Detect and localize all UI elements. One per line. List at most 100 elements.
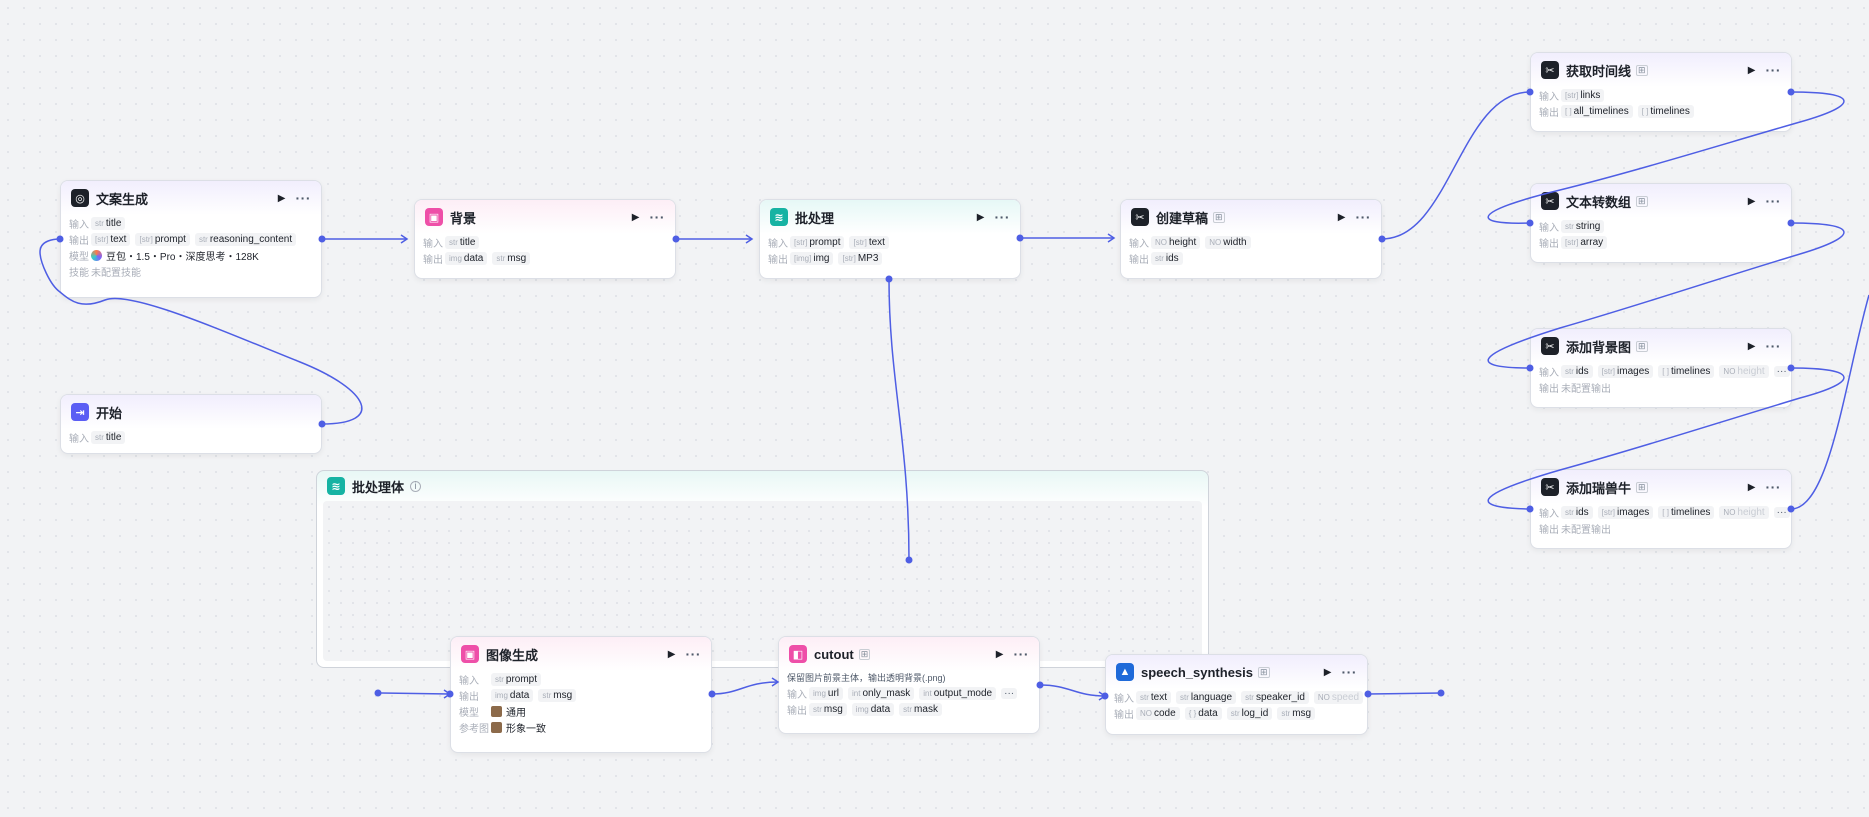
node-title: 添加背景图 (1566, 339, 1632, 355)
run-icon[interactable]: ▶ (1747, 481, 1756, 493)
more-icon[interactable]: ··· (1355, 209, 1371, 225)
param-chip: [str]array (1561, 235, 1608, 249)
batch-body-canvas[interactable] (323, 501, 1202, 661)
output-label: 输出 (1539, 524, 1559, 536)
node-title: 文本转数组 (1566, 194, 1632, 210)
input-label: 输入 (69, 433, 89, 445)
run-icon[interactable]: ▶ (1323, 666, 1332, 678)
more-icon[interactable]: ··· (994, 209, 1010, 225)
plugin-icon: ✂ (1131, 208, 1149, 226)
node-description: 保留图片前景主体，输出透明背景(.png) (787, 673, 946, 683)
edge-draft-to-timeline (1381, 91, 1531, 240)
more-icon[interactable]: ··· (1765, 62, 1781, 78)
node-cutout[interactable]: ◧ cutout ⊞ ▶ ··· 保留图片前景主体，输出透明背景(.png) 输… (778, 636, 1040, 734)
param-chip: [str]prompt (135, 232, 190, 246)
model-name: 通用 (506, 707, 526, 719)
output-row: 输出 [str]array (1531, 234, 1791, 250)
skill-value: 未配置技能 (91, 267, 141, 279)
skill-label: 技能 (69, 267, 89, 279)
more-icon[interactable]: ··· (685, 646, 701, 662)
output-value: 未配置输出 (1561, 383, 1611, 395)
run-icon[interactable]: ▶ (631, 211, 640, 223)
param-chip: [ ]timelines (1658, 364, 1715, 378)
ref-value: 形象一致 (506, 723, 546, 735)
more-params-icon[interactable]: ··· (1773, 365, 1790, 377)
plugin-tag-icon: ⊞ (1636, 340, 1648, 352)
input-label: 输入 (459, 675, 479, 687)
node-batch[interactable]: ≋ 批处理 ▶ ··· 输入 [str]prompt [str]text 输出 … (759, 199, 1021, 279)
param-chip: [str]text (849, 235, 889, 249)
image-icon: ▣ (461, 645, 479, 663)
more-icon[interactable]: ··· (1765, 193, 1781, 209)
more-icon[interactable]: ··· (295, 190, 311, 206)
model-name: 豆包・1.5・Pro・深度思考・128K (106, 251, 259, 263)
run-icon[interactable]: ▶ (1747, 64, 1756, 76)
cutout-icon: ◧ (789, 645, 807, 663)
param-chip: [ ]timelines (1637, 104, 1694, 118)
node-title: cutout (814, 646, 854, 662)
plugin-tag-icon: ⊞ (1636, 64, 1648, 76)
edge-body-to-imagegen (377, 692, 451, 695)
output-row: 输出 [img]img [str]MP3 (760, 250, 1020, 266)
batch-body-header[interactable]: ≋ 批处理体 i (317, 471, 1208, 501)
more-icon[interactable]: ··· (1765, 338, 1781, 354)
output-label: 输出 (768, 254, 788, 266)
input-label: 输入 (423, 238, 443, 250)
edge-imagegen-to-cutout (711, 681, 779, 695)
input-row: 输入 [str]prompt [str]text (760, 234, 1020, 250)
more-icon[interactable]: ··· (1341, 664, 1357, 680)
param-chip: [img]img (790, 251, 834, 265)
param-chip: [str]MP3 (838, 251, 883, 265)
model-label: 模型 (69, 251, 89, 263)
llm-icon: ◎ (71, 189, 89, 207)
more-params-icon[interactable]: ··· (1001, 687, 1018, 699)
output-row: 输出 未配置输出 (1531, 520, 1791, 536)
run-icon[interactable]: ▶ (667, 648, 676, 660)
plugin-icon: ✂ (1541, 61, 1559, 79)
node-title: 文案生成 (96, 191, 149, 207)
output-row: 输出 未配置输出 (1531, 379, 1791, 395)
node-title: 获取时间线 (1566, 63, 1632, 79)
output-label: 输出 (787, 705, 807, 717)
run-icon[interactable]: ▶ (1337, 211, 1346, 223)
more-icon[interactable]: ··· (649, 209, 665, 225)
param-chip: [str]images (1597, 505, 1654, 519)
run-icon[interactable]: ▶ (1747, 195, 1756, 207)
plugin-icon: ✂ (1541, 192, 1559, 210)
info-icon[interactable]: i (410, 480, 422, 492)
edge-cutout-to-speech (1039, 684, 1106, 697)
more-icon[interactable]: ··· (1013, 646, 1029, 662)
more-params-icon[interactable]: ··· (1773, 506, 1790, 518)
model-label: 模型 (459, 707, 479, 719)
run-icon[interactable]: ▶ (277, 192, 286, 204)
batch-body-container[interactable]: ≋ 批处理体 i (316, 470, 1209, 668)
run-icon[interactable]: ▶ (995, 648, 1004, 660)
run-icon[interactable]: ▶ (976, 211, 985, 223)
run-icon[interactable]: ▶ (1747, 340, 1756, 352)
node-get-timeline[interactable]: ✂ 获取时间线 ⊞ ▶ ··· 输入 [str]links 输出 [ ]all_… (1530, 52, 1792, 132)
more-icon[interactable]: ··· (1765, 479, 1781, 495)
